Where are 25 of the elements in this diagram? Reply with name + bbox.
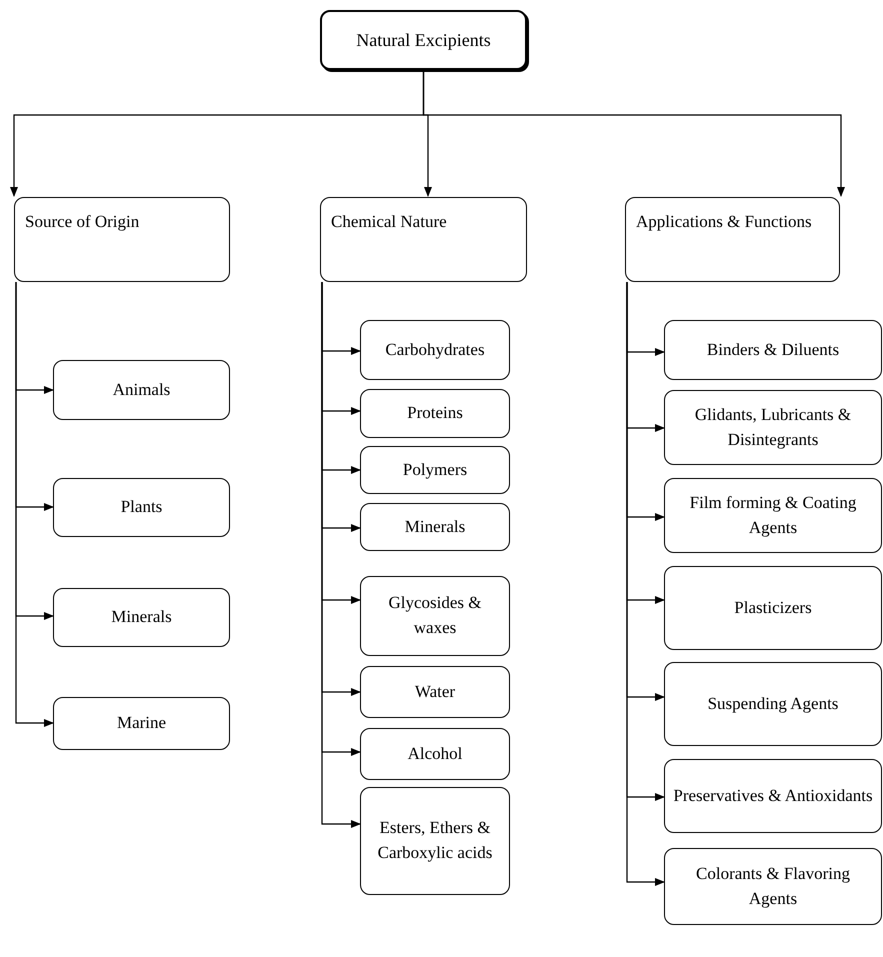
item-box: Binders & Diluents: [664, 320, 882, 380]
item-box: Minerals: [53, 588, 230, 647]
item-box: Plasticizers: [664, 566, 882, 650]
item-box: Animals: [53, 360, 230, 420]
root-box: Natural Excipients: [320, 10, 527, 70]
arrow: [15, 282, 54, 727]
category-box: Chemical Nature: [320, 197, 527, 282]
item-box: Polymers: [360, 446, 510, 494]
item-box: Minerals: [360, 503, 510, 551]
item-box: Carbohydrates: [360, 320, 510, 380]
item-box: Film forming & Coating Agents: [664, 478, 882, 553]
arrow: [422, 70, 845, 197]
item-box: Water: [360, 666, 510, 718]
item-box: Alcohol: [360, 728, 510, 780]
item-box: Glycosides & waxes: [360, 576, 510, 656]
item-box: Preservatives & Antioxidants: [664, 759, 882, 833]
item-box: Colorants & Flavoring Agents: [664, 848, 882, 925]
item-box: Plants: [53, 478, 230, 537]
item-box: Suspending Agents: [664, 662, 882, 746]
category-box: Applications & Functions: [625, 197, 840, 282]
category-box: Source of Origin: [14, 197, 230, 282]
item-box: Marine: [53, 697, 230, 750]
item-box: Glidants, Lubricants & Disintegrants: [664, 390, 882, 465]
item-box: Proteins: [360, 389, 510, 438]
item-box: Esters, Ethers & Carboxylic acids: [360, 787, 510, 895]
